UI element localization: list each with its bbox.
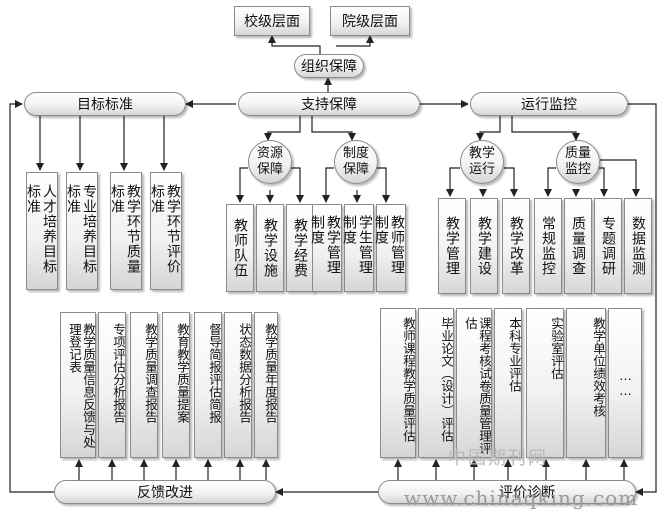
- system-item-label: 教师管理制度: [373, 215, 405, 275]
- school-level-box: 校级层面: [234, 6, 310, 36]
- system-item-box: 教师管理制度: [373, 204, 406, 292]
- college-level-box: 院级层面: [330, 6, 410, 36]
- report-label: 教育教学质量提案: [175, 323, 190, 423]
- operation-monitor-pill: 运行监控: [470, 92, 628, 116]
- goal-standard-pill: 目标标准: [24, 92, 186, 116]
- org-guarantee-label: 组织保障: [301, 59, 357, 75]
- evaluation-item-box: 教师课程教学质量评估: [380, 308, 416, 458]
- report-label: 督导简报评估简报: [207, 323, 222, 423]
- run-item-box: 教学改革: [502, 198, 530, 294]
- evaluation-more-box: ……: [608, 308, 642, 458]
- run-item-label: 教学改革: [508, 216, 524, 276]
- report-box: 教学质量年度报告: [254, 312, 278, 458]
- quality-item-label: 专题调研: [600, 216, 616, 276]
- resource-item-label: 教师队伍: [232, 218, 248, 278]
- report-box: 教育教学质量提案: [162, 312, 190, 458]
- standard-label: 人才培养目标标准: [25, 184, 57, 274]
- evaluation-more-label: ……: [618, 368, 633, 398]
- evaluation-item-label: 实验室评估: [549, 317, 564, 380]
- run-item-label: 教学建设: [476, 216, 492, 276]
- quality-monitor-circle: 质量监控: [556, 140, 600, 184]
- goal-standard-label: 目标标准: [77, 97, 133, 113]
- evaluation-item-label: 毕业论文（设计）评估: [439, 317, 454, 442]
- evaluation-item-label: 课程考核试卷质量管理评估: [463, 317, 492, 455]
- college-level-label: 院级层面: [342, 14, 398, 30]
- system-item-box: 学生管理制度: [341, 204, 374, 292]
- evaluation-item-label: 教师课程教学质量评估: [401, 317, 416, 442]
- system-item-label: 学生管理制度: [341, 215, 373, 275]
- system-guarantee-circle: 制度保障: [334, 140, 378, 184]
- report-label: 教学质量年度报告: [263, 323, 278, 423]
- evaluation-item-box: 本科专业评估: [494, 308, 522, 458]
- evaluation-item-box: 毕业论文（设计）评估: [418, 308, 454, 458]
- standard-label: 专业培养目标标准: [65, 184, 97, 274]
- system-guarantee-label: 制度保障: [342, 146, 369, 177]
- quality-item-box: 数据监测: [624, 198, 652, 294]
- feedback-improve-pill: 反馈改进: [54, 480, 276, 504]
- evaluation-diagnosis-label: 评价诊断: [499, 485, 555, 501]
- resource-item-box: 教师队伍: [226, 204, 254, 292]
- standard-label: 教学环节质量标准: [109, 184, 141, 274]
- system-item-label: 教学管理制度: [309, 215, 341, 275]
- quality-item-box: 专题调研: [594, 198, 622, 294]
- report-box: 教学质量调查报告: [130, 312, 158, 458]
- watermark-cn: 中国期刊网: [448, 448, 548, 469]
- quality-item-box: 质量调查: [564, 198, 592, 294]
- quality-item-label: 质量调查: [570, 216, 586, 276]
- standard-label: 教学环节评价标准: [149, 184, 181, 274]
- run-item-box: 教学建设: [470, 198, 498, 294]
- report-box: 督导简报评估简报: [194, 312, 222, 458]
- evaluation-item-label: 本科专业评估: [507, 317, 522, 392]
- evaluation-item-box: 教学单位绩效考核: [566, 308, 606, 458]
- quality-item-box: 常规监控: [534, 198, 562, 294]
- teaching-run-circle: 教学运行: [460, 140, 504, 184]
- feedback-improve-label: 反馈改进: [137, 485, 193, 501]
- standard-box: 教学环节评价标准: [149, 172, 182, 290]
- report-box: 状态数据分析报告: [224, 312, 252, 458]
- org-guarantee-pill: 组织保障: [294, 54, 364, 78]
- resource-item-label: 教学设施: [262, 218, 278, 278]
- resource-item-box: 教学经费: [286, 204, 314, 292]
- teaching-run-label: 教学运行: [468, 146, 495, 177]
- evaluation-diagnosis-pill: 评价诊断: [378, 480, 636, 504]
- system-item-box: 教学管理制度: [309, 204, 342, 292]
- school-level-label: 校级层面: [244, 14, 300, 30]
- quality-item-label: 数据监测: [630, 216, 646, 276]
- run-item-label: 教学管理: [444, 216, 460, 276]
- evaluation-item-box: 实验室评估: [526, 308, 564, 458]
- resource-item-box: 教学设施: [256, 204, 284, 292]
- standard-box: 教学环节质量标准: [109, 172, 142, 290]
- resource-guarantee-label: 资源保障: [256, 146, 283, 177]
- operation-monitor-label: 运行监控: [521, 97, 577, 113]
- standard-box: 人才培养目标标准: [25, 172, 58, 290]
- run-item-box: 教学管理: [438, 198, 466, 294]
- report-label: 状态数据分析报告: [237, 323, 252, 423]
- evaluation-item-label: 教学单位绩效考核: [591, 317, 606, 417]
- report-label: 专项评估分析报告: [111, 323, 126, 423]
- report-label: 教学质量信息反馈与处理登记表: [67, 323, 96, 448]
- support-guarantee-label: 支持保障: [301, 97, 357, 113]
- standard-box: 专业培养目标标准: [65, 172, 98, 290]
- report-box: 专项评估分析报告: [98, 312, 126, 458]
- quality-monitor-label: 质量监控: [564, 146, 591, 177]
- resource-guarantee-circle: 资源保障: [248, 140, 292, 184]
- report-label: 教学质量调查报告: [143, 323, 158, 423]
- watermark-url: www.chinaqking.com: [404, 486, 639, 510]
- evaluation-item-box: 课程考核试卷质量管理评估: [456, 308, 492, 458]
- report-box: 教学质量信息反馈与处理登记表: [60, 312, 96, 458]
- quality-item-label: 常规监控: [540, 216, 556, 276]
- resource-item-label: 教学经费: [292, 218, 308, 278]
- support-guarantee-pill: 支持保障: [238, 92, 420, 116]
